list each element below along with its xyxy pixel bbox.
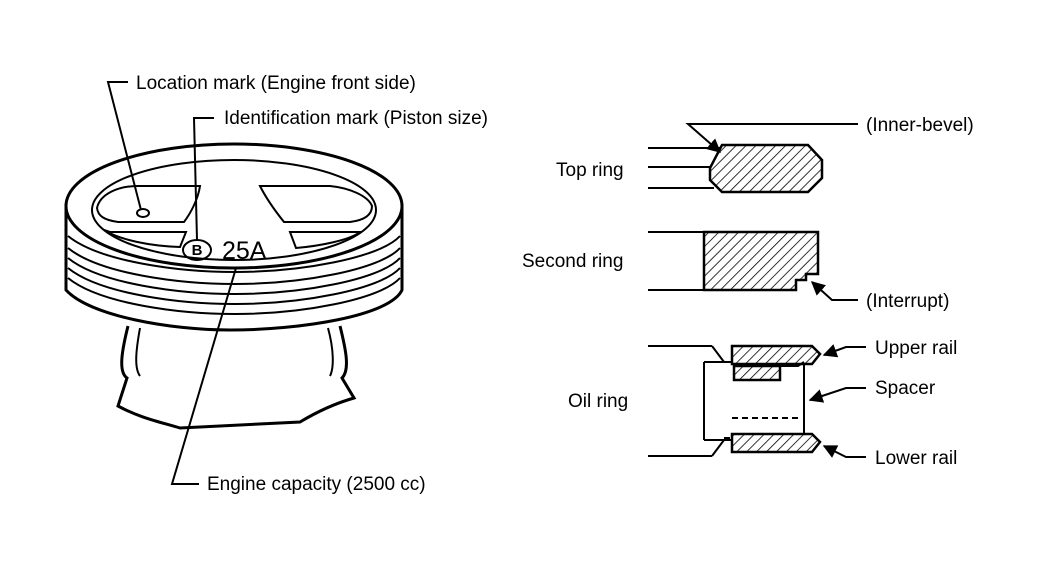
engine-capacity-code: 25A [222, 237, 267, 265]
label-identification-mark: Identification mark (Piston size) [224, 108, 488, 129]
location-mark-dot [136, 208, 150, 218]
label-oil-ring: Oil ring [568, 391, 628, 412]
label-lower-rail: Lower rail [875, 448, 957, 469]
label-second-ring: Second ring [522, 251, 623, 272]
identification-mark-letter: B [192, 242, 203, 259]
label-inner-bevel: (Inner-bevel) [866, 115, 974, 136]
label-spacer: Spacer [875, 378, 936, 399]
label-interrupt: (Interrupt) [866, 291, 949, 312]
label-upper-rail: Upper rail [875, 338, 957, 359]
piston-drawing: B 25A [64, 142, 404, 430]
second-ring-section [648, 230, 858, 301]
label-location-mark: Location mark (Engine front side) [136, 73, 416, 94]
oil-ring-section [648, 344, 866, 458]
label-top-ring: Top ring [556, 160, 624, 181]
piston-leader-lines [106, 81, 237, 485]
top-ring-section [648, 123, 858, 194]
label-engine-capacity: Engine capacity (2500 cc) [207, 474, 426, 495]
